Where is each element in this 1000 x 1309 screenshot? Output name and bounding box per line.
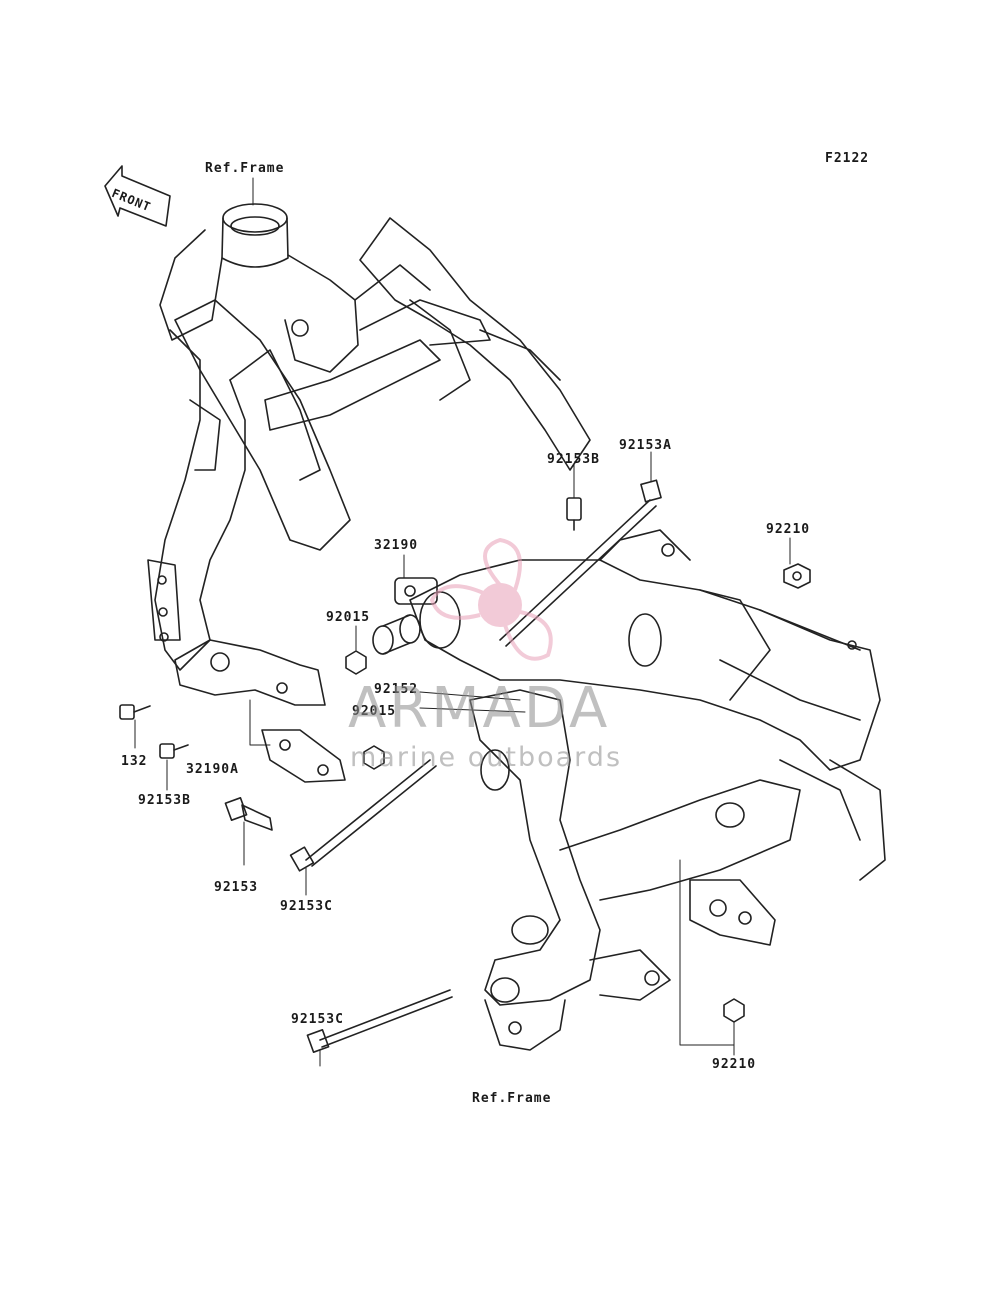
part-label-92015-b: 92015 xyxy=(352,704,397,719)
ref-frame-bottom-label: Ref.Frame xyxy=(472,1091,552,1106)
nut-92210-bottom xyxy=(723,998,745,1023)
bolt-92153 xyxy=(224,797,273,831)
bolt-132 xyxy=(119,704,151,720)
part-label-132: 132 xyxy=(121,754,148,769)
part-label-92210-bottom: 92210 xyxy=(712,1057,757,1072)
watermark-tagline: marine outboards xyxy=(350,742,623,773)
nut-92210-top xyxy=(783,563,811,589)
nut-92015-a xyxy=(345,650,367,675)
part-label-92153C-bottom: 92153C xyxy=(291,1012,344,1027)
ref-frame-top-label: Ref.Frame xyxy=(205,161,285,176)
armada-logo-icon xyxy=(429,537,553,661)
watermark-brand: ARMADA xyxy=(348,676,611,741)
bolt-92153B-bottom xyxy=(159,743,189,759)
part-label-32190: 32190 xyxy=(374,538,419,553)
nut-92015-b xyxy=(363,745,385,770)
leader-lines xyxy=(134,177,791,1067)
bolt-92153B-top xyxy=(566,497,582,531)
part-label-92210-top: 92210 xyxy=(766,522,811,537)
bolt-92153C-bottom xyxy=(306,989,453,1053)
frame-left-down-tube xyxy=(147,329,246,671)
bracket-32190A xyxy=(261,729,346,783)
part-label-92153B-bottom: 92153B xyxy=(138,793,191,808)
part-label-92153: 92153 xyxy=(214,880,259,895)
part-label-32190A: 32190A xyxy=(186,762,239,777)
bolt-92153C-mid xyxy=(289,759,437,872)
collar-92152 xyxy=(372,614,421,655)
frame-head-pipe xyxy=(159,203,359,373)
part-label-92152: 92152 xyxy=(374,682,419,697)
frame-upper-rails xyxy=(174,217,591,551)
part-label-92153C-mid: 92153C xyxy=(280,899,333,914)
frame-lower-cradle xyxy=(469,689,801,1051)
part-label-92153A: 92153A xyxy=(619,438,672,453)
frame-cross-tubes xyxy=(409,529,886,881)
diagram-code: F2122 xyxy=(825,151,870,166)
part-label-92153B-top: 92153B xyxy=(547,452,600,467)
part-label-92015-a: 92015 xyxy=(326,610,371,625)
front-arrow-icon xyxy=(104,165,171,227)
frame-left-lower-bracket xyxy=(174,639,326,706)
bolt-92153A xyxy=(499,479,662,647)
